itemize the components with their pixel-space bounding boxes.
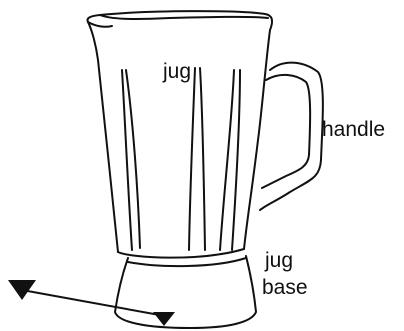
pointer-arrowhead-left <box>8 280 36 300</box>
jug-handle <box>259 61 324 211</box>
label-jug-base-line1: jug <box>265 249 294 272</box>
jug-body-outline <box>86 10 274 253</box>
jug-rib-center <box>188 67 206 251</box>
label-jug-base-line2: base <box>262 276 308 299</box>
pointer-arrowhead-right <box>153 312 175 326</box>
jug-rib-left <box>121 69 141 251</box>
jug-rib-right <box>219 69 241 251</box>
jug-spout <box>87 21 113 28</box>
jug-base <box>114 248 257 329</box>
label-jug: jug <box>163 60 192 83</box>
jug-rim <box>99 14 269 20</box>
label-handle: handle <box>322 118 386 141</box>
jug-base-top-rim <box>127 257 247 268</box>
pointer-line <box>21 289 166 317</box>
